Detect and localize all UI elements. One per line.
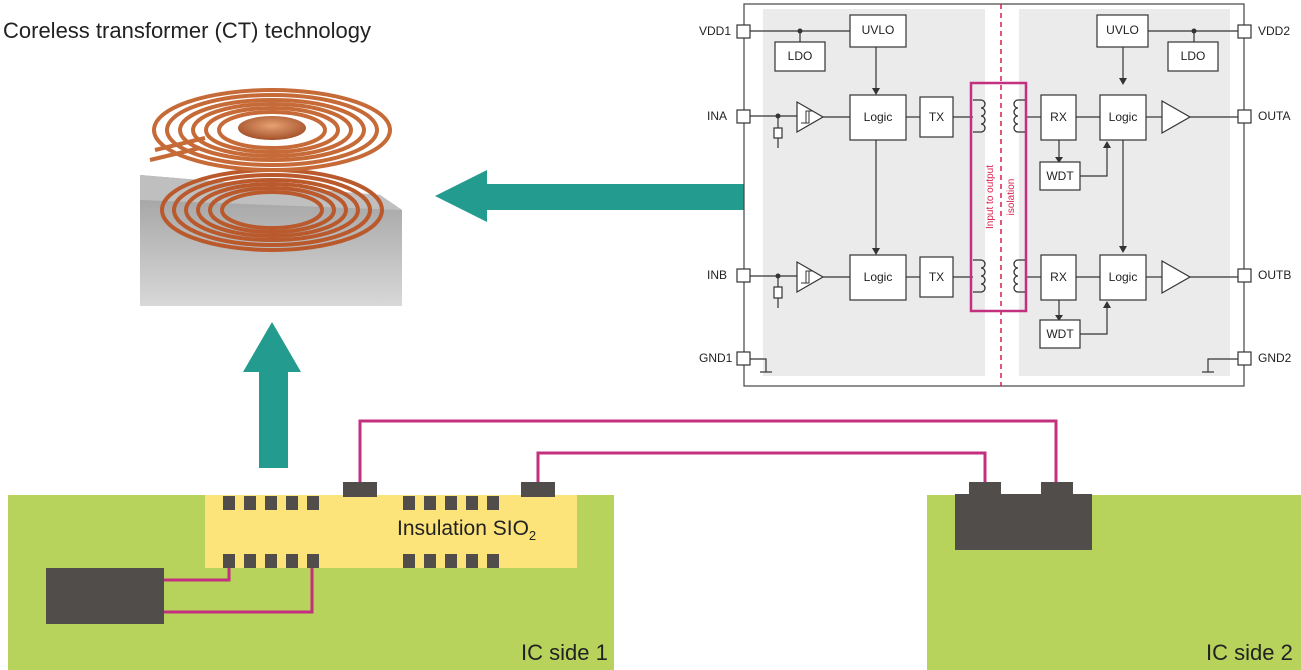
block-rx-b: RX — [1050, 270, 1067, 284]
block-wdt-b: WDT — [1046, 327, 1074, 341]
pin-label-ina: INA — [707, 109, 728, 123]
block-uvlo-1: UVLO — [861, 23, 895, 37]
bond-pad-1 — [343, 482, 377, 497]
ic-cross-section — [8, 419, 1301, 670]
block-tx-b: TX — [928, 270, 945, 284]
lower-coil — [160, 168, 384, 252]
coil-pads-bottom — [223, 554, 499, 568]
insulation-label-subscript: 2 — [528, 528, 537, 544]
block-tx-a: TX — [928, 110, 945, 124]
insulation-label: Insulation SIO2 — [397, 517, 536, 543]
input-buffers — [796, 99, 1192, 295]
ic-side2-label: IC side 2 — [1206, 640, 1293, 665]
block-uvlo-2: UVLO — [1106, 23, 1139, 37]
block-ldo-2: LDO — [1180, 49, 1206, 63]
block-boxes — [774, 14, 1219, 349]
pin-label-outb: OUTB — [1258, 268, 1292, 282]
ic-side1-label: IC side 1 — [521, 640, 608, 665]
transformer-coils — [973, 99, 1025, 293]
coreless-transformer-illustration — [140, 88, 402, 306]
schematic-arrowheads — [775, 28, 1197, 321]
side2-pad-2 — [1041, 482, 1073, 496]
pin-label-vdd2: VDD2 — [1258, 24, 1291, 38]
block-logic-b-out: Logic — [1108, 270, 1138, 284]
bond-pad-2 — [521, 482, 555, 497]
side2-receiver-block — [955, 494, 1092, 550]
pin-label-gnd1: GND1 — [699, 351, 733, 365]
bond-wires — [164, 419, 1058, 614]
pin-label-vdd1: VDD1 — [699, 24, 732, 38]
side2-pad-1 — [969, 482, 1001, 496]
page-title: Coreless transformer (CT) technology — [3, 18, 372, 43]
block-logic-b-in: Logic — [863, 270, 893, 284]
pulldown-resistors — [773, 127, 783, 299]
pin-label-gnd2: GND2 — [1258, 351, 1292, 365]
block-ldo-1: LDO — [787, 49, 813, 63]
isolation-highlight-box — [969, 81, 1028, 313]
isolation-label-line2: isolation — [1006, 179, 1017, 216]
pin-boxes — [736, 24, 1252, 366]
block-rx-a: RX — [1050, 110, 1067, 124]
coil-pads-top — [223, 496, 499, 510]
block-logic-a-in: Logic — [863, 110, 893, 124]
gate-driver-schematic: Input to output isolation — [736, 3, 1252, 387]
pin-label-outa: OUTA — [1258, 109, 1291, 123]
isolation-label-line1: Input to output — [985, 165, 996, 229]
upper-coil — [152, 88, 392, 172]
insulation-label-text: Insulation SIO — [397, 517, 529, 540]
pin-label-inb: INB — [707, 268, 728, 282]
side1-driver-block — [46, 568, 164, 624]
block-wdt-a: WDT — [1046, 169, 1074, 183]
block-logic-a-out: Logic — [1108, 110, 1138, 124]
up-arrow — [243, 322, 301, 468]
coil-center-pad — [238, 116, 306, 140]
schmitt-symbols — [801, 110, 812, 284]
